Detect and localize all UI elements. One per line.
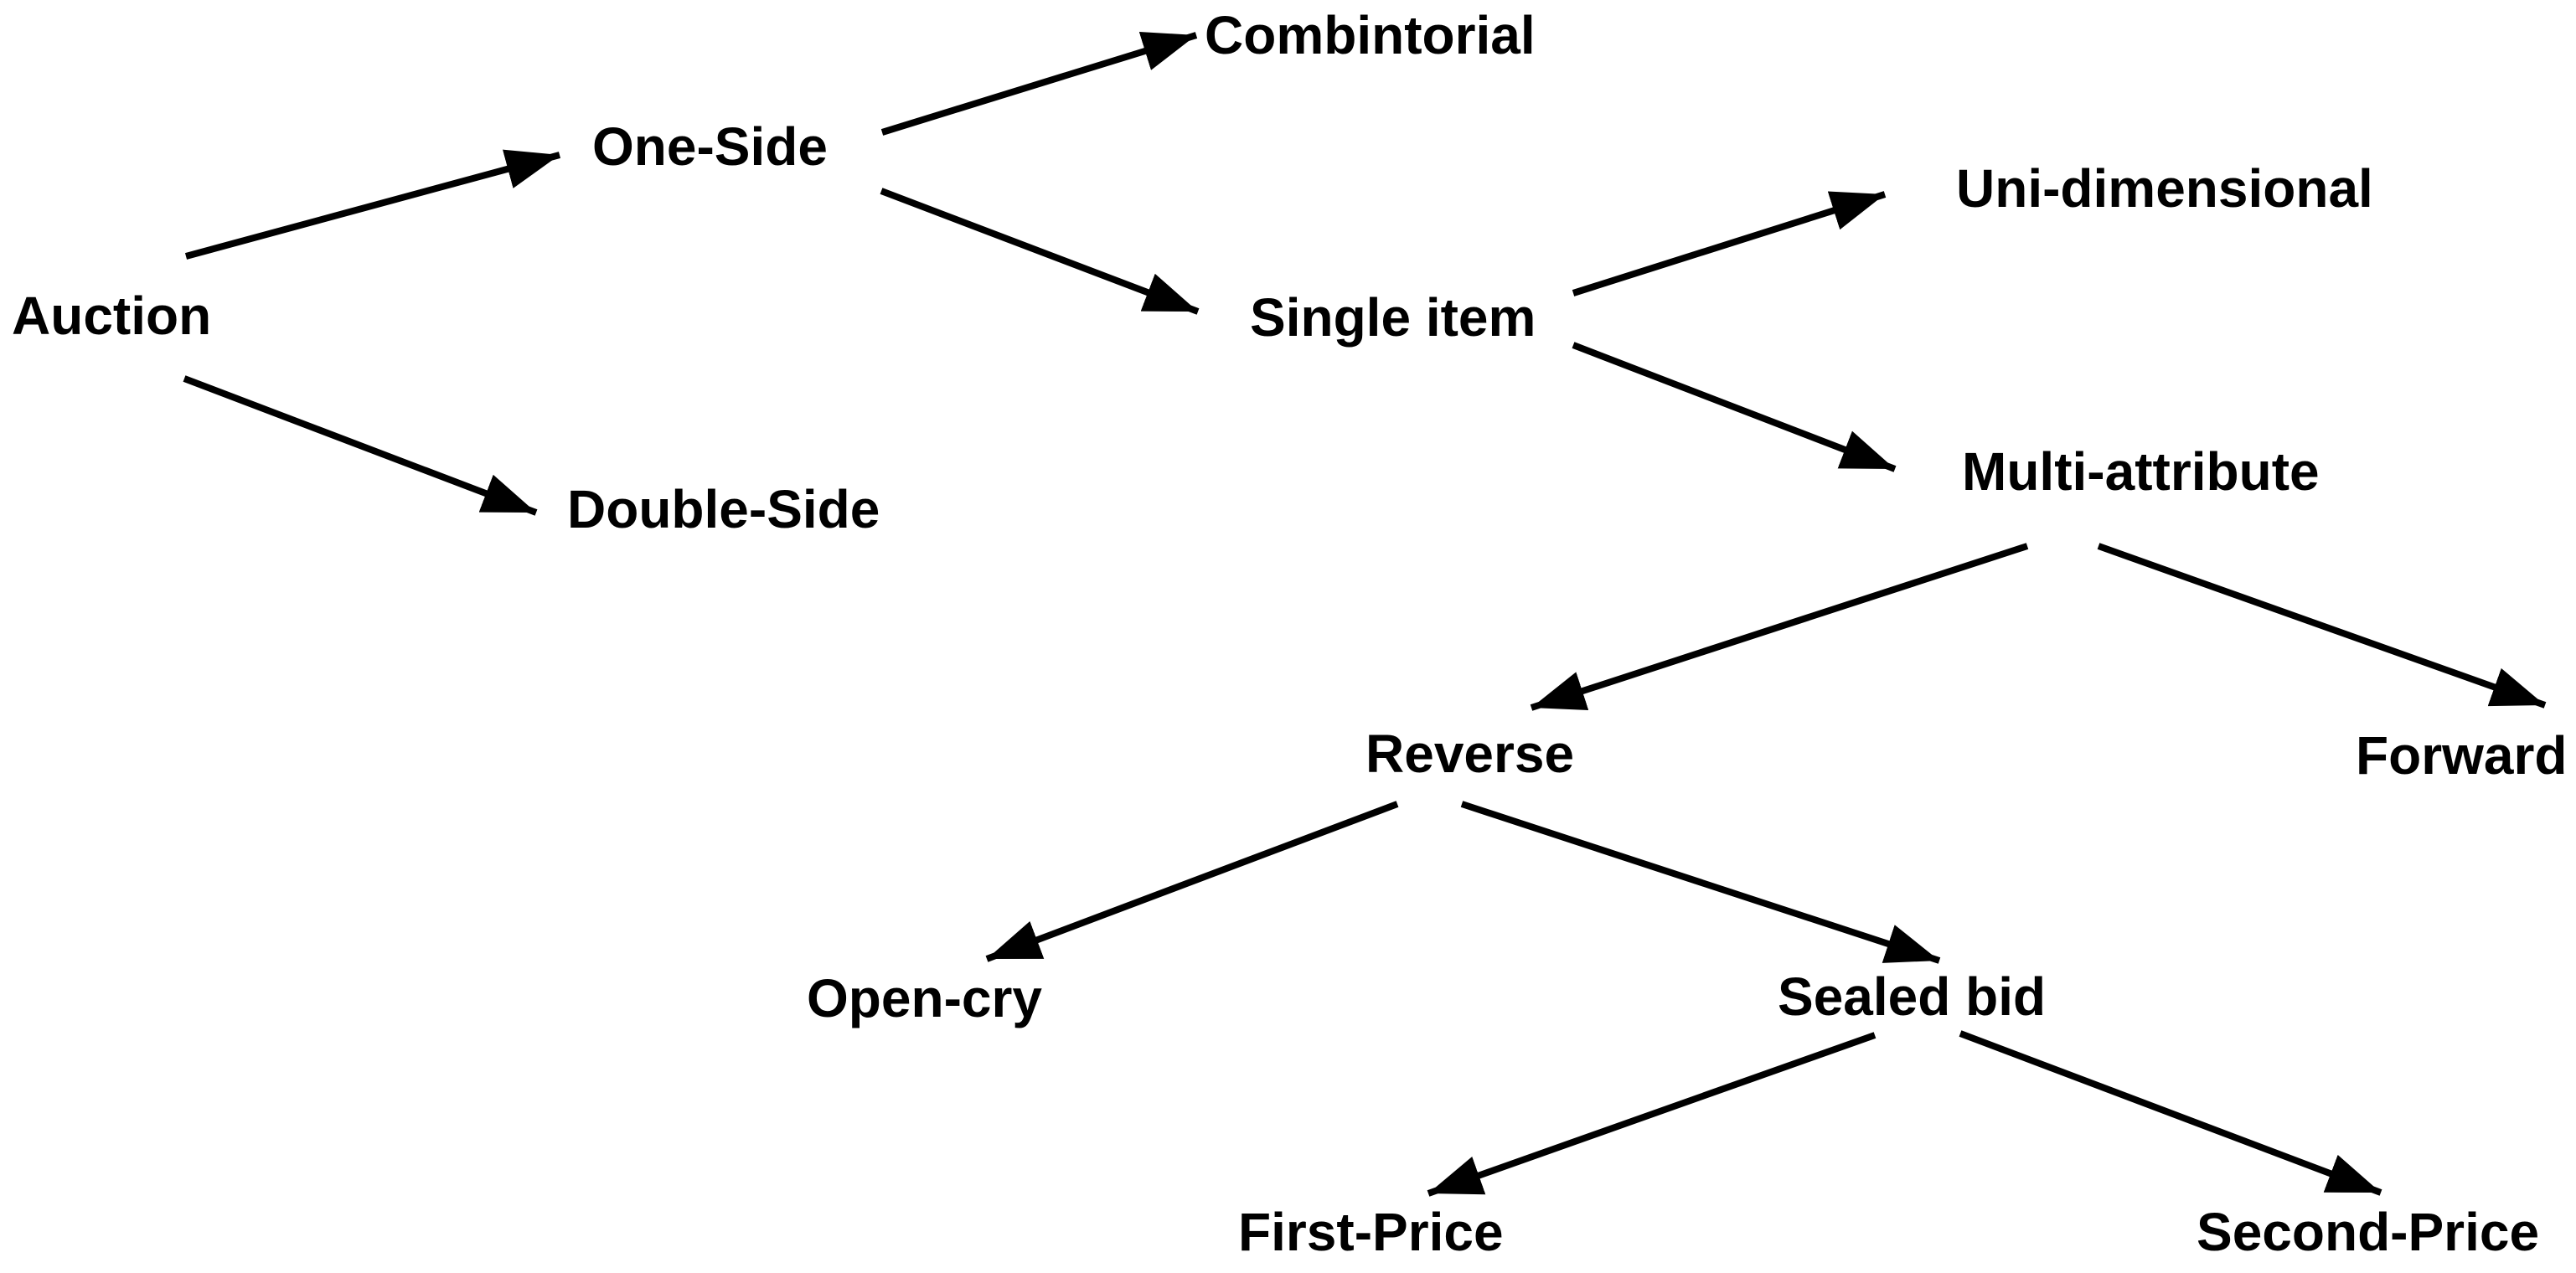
edge-one-side-to-single-item: [880, 188, 1200, 315]
node-auction: Auction: [12, 286, 212, 346]
node-one-side: One-Side: [592, 116, 828, 177]
edge-reverse-to-sealed-bid: [1460, 801, 1941, 964]
node-first-price: First-Price: [1238, 1202, 1504, 1262]
node-open-cry: Open-cry: [807, 968, 1042, 1028]
edge-one-side-to-combintorial: [880, 31, 1198, 136]
edge-auction-to-one-side: [184, 149, 561, 260]
node-sealed-bid: Sealed bid: [1778, 966, 2047, 1027]
edge-single-item-to-uni-dimensional: [1572, 191, 1887, 296]
node-second-price: Second-Price: [2197, 1202, 2540, 1262]
node-double-side: Double-Side: [567, 479, 880, 539]
node-combintorial: Combintorial: [1205, 5, 1536, 65]
node-multi-attribute: Multi-attribute: [1962, 441, 2320, 502]
edge-single-item-to-multi-attribute: [1572, 342, 1897, 472]
node-single-item: Single item: [1250, 287, 1536, 348]
edge-reverse-to-open-cry: [985, 801, 1399, 962]
edge-group: [183, 31, 2547, 1197]
edge-multi-attribute-to-reverse: [1530, 543, 2029, 711]
edge-sealed-bid-to-first-price: [1427, 1032, 1877, 1197]
edge-sealed-bid-to-second-price: [1959, 1030, 2382, 1196]
edge-multi-attribute-to-forward: [2097, 543, 2547, 709]
edge-auction-to-double-side: [183, 375, 538, 516]
node-uni-dimensional: Uni-dimensional: [1956, 158, 2373, 219]
node-reverse: Reverse: [1365, 724, 1575, 784]
node-forward: Forward: [2356, 725, 2568, 786]
